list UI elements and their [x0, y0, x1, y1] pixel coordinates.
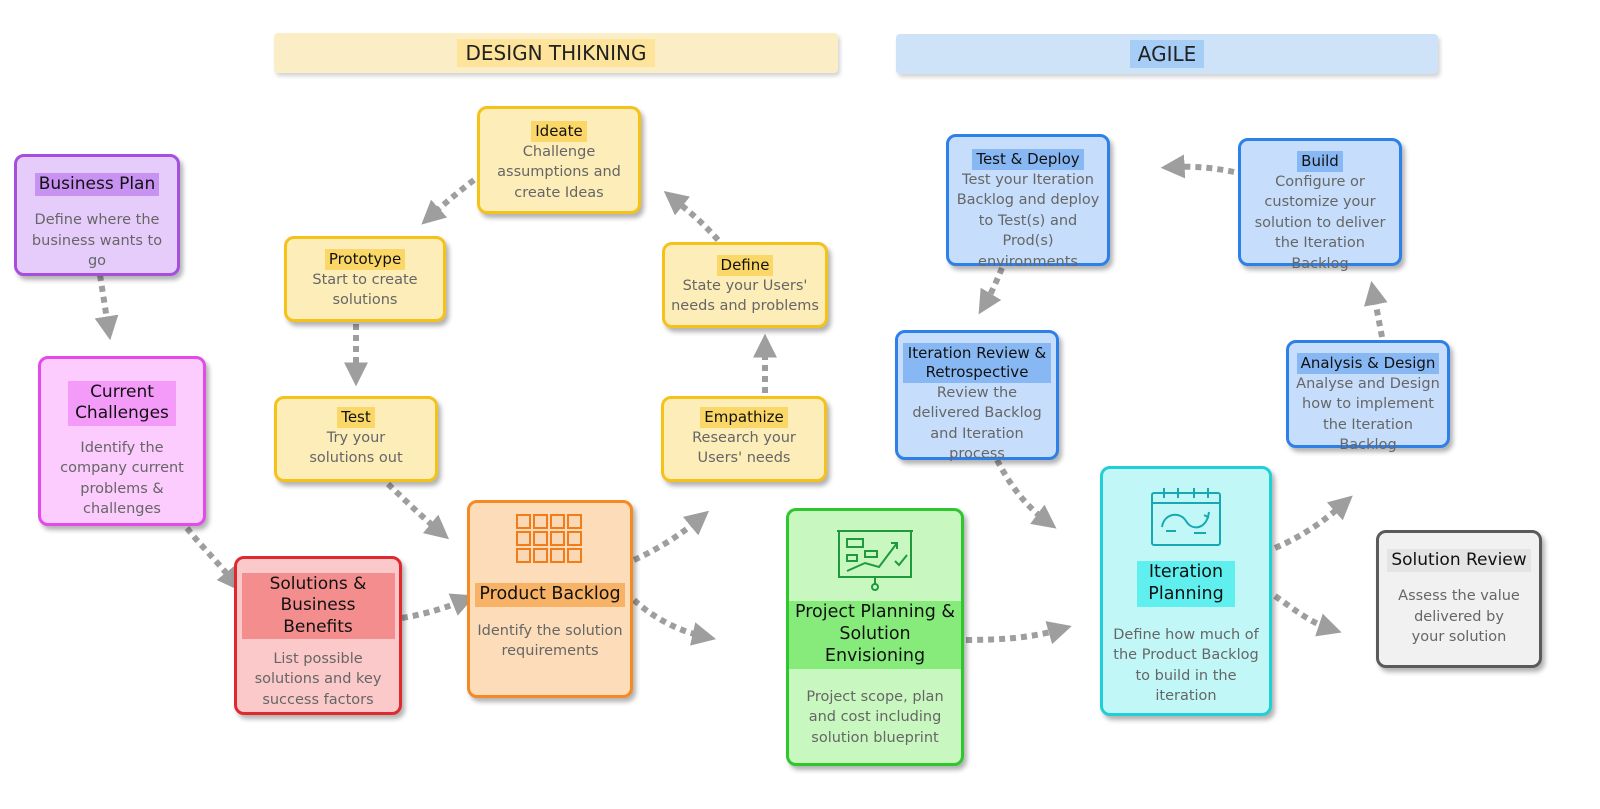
node-title: Test & Deploy — [972, 149, 1084, 170]
iteration-review-node: Iteration Review & Retrospective Review … — [895, 330, 1059, 462]
node-description: Analyse and Design how to implement the … — [1296, 375, 1440, 454]
product-backlog-node: Product Backlog Identify the solution re… — [467, 500, 633, 698]
solution-review-node: Solution Review Assess the value deliver… — [1376, 530, 1542, 668]
project-planning-node: Project Planning & Solution Envisioning … — [786, 508, 964, 766]
prototype-node: Prototype Start to create solutions — [284, 236, 446, 322]
node-title: Iteration Review & Retrospective — [903, 343, 1051, 383]
iteration-calendar-icon — [1151, 488, 1221, 546]
test-node: Test Try your solutions out — [274, 396, 438, 482]
arrow-solutions-to-backlog — [401, 593, 476, 621]
node-description: Challenge assumptions and create Ideas — [497, 143, 621, 201]
arrow-review-to-iteration — [994, 458, 1057, 529]
design-thinking-banner: DESIGN THIKNING — [274, 33, 838, 73]
node-description: Start to create solutions — [312, 271, 418, 309]
arrow-backlog-to-empathize — [632, 510, 710, 563]
backlog-sticky-notes-icon — [516, 514, 582, 563]
arrow-testdeploy-to-review — [978, 266, 1005, 315]
node-title: Define — [716, 255, 774, 276]
node-title: Ideate — [531, 121, 587, 142]
node-title: Solutions & Business Benefits — [241, 573, 395, 639]
define-node: Define State your Users' needs and probl… — [662, 242, 828, 328]
arrow-iteration-to-solution-review — [1273, 593, 1342, 637]
node-description: List possible solutions and key success … — [254, 650, 382, 708]
node-description: Research your Users' needs — [692, 429, 796, 467]
agile-label: AGILE — [1129, 40, 1205, 68]
test-deploy-node: Test & Deploy Test your Iteration Backlo… — [946, 134, 1110, 270]
node-title: Current Challenges — [68, 381, 176, 426]
node-description: Identify the company current problems & … — [60, 439, 184, 518]
node-description: Project scope, plan and cost including s… — [806, 688, 944, 746]
arrow-backlog-to-planning — [631, 597, 717, 646]
arrow-iteration-to-analysis — [1273, 495, 1353, 551]
arrow-challenges-to-solutions — [184, 526, 241, 592]
node-description: Define where the business wants to go — [31, 212, 163, 270]
arrow-define-to-ideate — [663, 191, 721, 242]
business-plan-node: Business Plan Define where the business … — [14, 154, 180, 276]
planning-board-icon — [837, 530, 913, 591]
node-title: Business Plan — [34, 173, 160, 197]
node-description: Assess the value delivered by your solut… — [1398, 588, 1520, 646]
arrow-planning-to-iteration — [965, 621, 1072, 645]
node-title: Empathize — [700, 407, 788, 428]
analysis-design-node: Analysis & Design Analyse and Design how… — [1286, 340, 1450, 453]
build-node: Build Configure or customize your soluti… — [1238, 138, 1402, 272]
node-title: Solution Review — [1387, 549, 1531, 573]
arrow-build-to-testdeploy — [1160, 154, 1235, 179]
node-title: Test — [337, 407, 375, 428]
iteration-planning-node: Iteration Planning Define how much of th… — [1100, 466, 1272, 716]
node-description: Identify the solution requirements — [477, 622, 623, 660]
node-title: Project Planning & Solution Envisioning — [789, 601, 961, 669]
arrow-business-to-challenges — [94, 274, 119, 341]
node-title: Iteration Planning — [1137, 561, 1235, 607]
solutions-benefits-node: Solutions & Business Benefits List possi… — [234, 556, 402, 715]
current-challenges-node: Current Challenges Identify the company … — [38, 356, 206, 526]
node-description: Test your Iteration Backlog and deploy t… — [956, 171, 1100, 271]
node-title: Build — [1297, 151, 1343, 172]
node-title: Analysis & Design — [1296, 353, 1440, 374]
node-title: Prototype — [324, 249, 406, 270]
node-description: State your Users' needs and problems — [671, 277, 819, 315]
agile-banner: AGILE — [896, 34, 1438, 74]
node-description: Configure or customize your solution to … — [1254, 173, 1386, 273]
node-title: Product Backlog — [475, 583, 625, 607]
arrow-analysis-to-build — [1364, 280, 1388, 338]
empathize-node: Empathize Research your Users' needs — [661, 396, 827, 482]
arrow-test-to-backlog — [385, 481, 450, 540]
node-description: Review the delivered Backlog and Iterati… — [912, 384, 1042, 463]
arrow-ideate-to-prototype — [421, 177, 476, 225]
node-description: Define how much of the Product Backlog t… — [1113, 626, 1259, 705]
ideate-node: Ideate Challenge assumptions and create … — [477, 106, 641, 214]
design-thinking-label: DESIGN THIKNING — [457, 39, 655, 67]
node-description: Try your solutions out — [309, 429, 403, 467]
